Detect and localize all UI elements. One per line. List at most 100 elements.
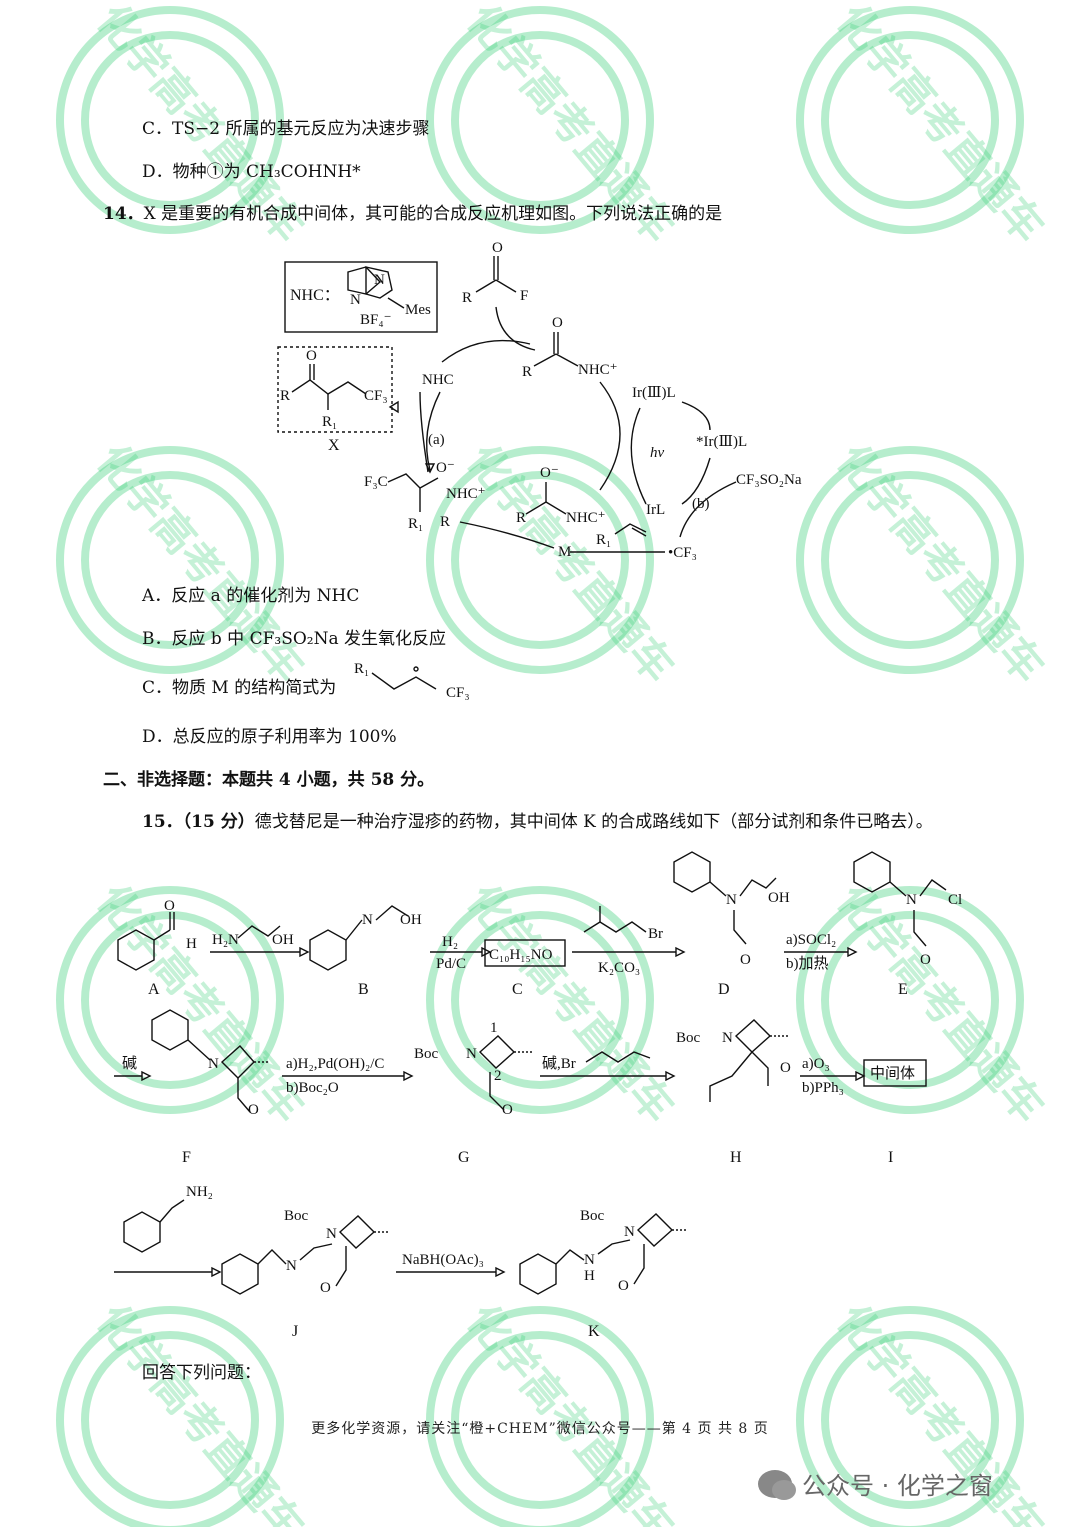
svg-text:N: N [374,272,385,288]
label-j: J [292,1323,298,1340]
alkene-r1: R₁ [596,532,611,548]
q14-stem-line: 14．X 是重要的有机合成中间体，其可能的合成反应机理如图。下列说法正确的是 [103,199,722,224]
label-i: I [888,1149,893,1166]
a-h: H [186,936,197,952]
acyl-r: R [522,364,532,380]
nhc-def-label: NHC： [290,287,340,304]
acyl-nhc: NHC⁺ [578,362,618,378]
g-pos2: 2 [494,1068,502,1084]
q14-number: 14． [103,204,144,224]
q14-option-c: C．物质 M 的结构简式为 [142,678,337,698]
g-pos1: 1 [490,1020,498,1036]
reagent-ij: NH₂ [186,1184,213,1200]
label-a: A [148,981,160,998]
q13-option-d: D．物种①为 CH₃COHNH* [142,162,361,182]
reagent-de-1: a)SOCl₂ [786,932,836,948]
h-n: N [722,1030,733,1046]
d-oh: OH [768,890,790,906]
label-e: E [898,981,908,998]
ketyl-r: R [516,510,526,526]
label-f: F [182,1149,191,1166]
j-boc: Boc [284,1208,309,1224]
x-r: R [280,388,290,404]
ketyl-nhc: NHC⁺ [566,510,606,526]
q15-stem: 德戈替尼是一种治疗湿疹的药物，其中间体 K 的合成路线如下（部分试剂和条件已略去… [254,812,933,832]
adduct-nhc: NHC⁺ [446,486,486,502]
label-c: C [512,981,523,998]
q13-option-c: C．TS−2 所属的基元反应为决速步骤 [142,119,430,139]
cf3-radical: •CF₃ [668,545,697,561]
d-o: O [740,952,751,968]
m-label: M [558,544,571,560]
bf4-label: BF₄⁻ [360,312,392,328]
k-o: O [618,1278,629,1294]
label-d: D [718,981,730,998]
reagent-fg-2: b)Boc₂O [286,1080,339,1096]
mes-label: Mes [405,302,431,318]
ir-excited: *Ir(Ⅲ)L [696,434,747,450]
hv-label: hν [650,445,665,461]
k-h: H [584,1268,595,1284]
x-cf3: CF₃ [364,388,388,404]
j-o: O [320,1280,331,1296]
e-o: O [920,952,931,968]
d-n: N [726,892,737,908]
q14-option-b: B．反应 b 中 CF₃SO₂Na 发生氧化反应 [142,629,447,649]
x-box [277,346,393,433]
reagent-ab-oh: OH [272,932,294,948]
j-n: N [286,1258,297,1274]
reagent-bc-2: Pd/C [436,956,466,972]
label-g: G [458,1149,470,1166]
ir-reduced: IrL [646,502,665,518]
g-n: N [466,1046,477,1062]
x-r1: R₁ [322,414,337,430]
k-n: N [584,1252,595,1268]
q14-option-d: D．总反应的原子利用率为 100% [142,727,397,747]
j-ring-n: N [326,1226,337,1242]
e-n: N [906,892,917,908]
q14-mechanism-diagram: NHC： N N BF₄⁻ Mes O R R₁ CF₃ X O R F O R… [277,240,802,561]
nhc-label: NHC [422,372,454,388]
q15-number: 15． [142,812,183,832]
wechat-badge: 公众号 · 化学之窗 [758,1466,993,1501]
reagent-gh: 碱,Br [542,1055,576,1072]
step-a: (a) [428,432,445,448]
b-n: N [362,912,373,928]
page-footer: 更多化学资源，请关注“橙+CHEM”微信公众号——第 4 页 共 8 页 [311,1421,769,1437]
q15-synthesis-route: O H A H₂N OH N OH B H₂ Pd/C C₁₀H₁₅NO C K… [114,851,962,1340]
q14-option-a: A．反应 a 的催化剂为 NHC [142,586,360,606]
label-b: B [358,981,369,998]
nhc-definition-box [284,261,438,333]
reagent-de-2: b)加热 [786,955,829,972]
svg-text:化学高考直通车: 化学高考直通车 [827,0,1054,252]
optc-cf3: CF₃ [446,685,470,701]
reagent-hi-1: a)O₃ [802,1056,830,1072]
wechat-label: 公众号 · 化学之窗 [802,1472,993,1500]
ir-ground: Ir(Ⅲ)L [632,385,676,401]
h-o: O [780,1060,791,1076]
reagent-cd-br: Br [648,926,663,942]
reagent-fg-1: a)H₂,Pd(OH)₂/C [286,1056,384,1072]
q14-stem: X 是重要的有机合成中间体，其可能的合成反应机理如图。下列说法正确的是 [143,204,723,224]
k-boc: Boc [580,1208,605,1224]
reagent-ab: H₂N [212,932,239,948]
q15-points: （15 分） [182,812,255,832]
k-ring-n: N [624,1224,635,1240]
f-n: N [208,1056,219,1072]
reagent-jk: NaBH(OAc)₃ [402,1252,484,1268]
adduct-f3c: F₃C [364,474,388,490]
reagent-cd: K₂CO₃ [598,960,640,976]
ketyl-o: O⁻ [540,465,559,481]
q15-stem-line: 15．（15 分）德戈替尼是一种治疗湿疹的药物，其中间体 K 的合成路线如下（部… [142,807,933,832]
e-cl: Cl [948,892,962,908]
section-2-title: 二、非选择题：本题共 4 小题，共 58 分。 [103,770,435,790]
reagent-ef: 碱 [122,1055,137,1072]
cf3so2na-label: CF₃SO₂Na [736,472,802,488]
answer-prompt: 回答下列问题： [142,1363,261,1383]
x-o: O [306,348,317,364]
wechat-icon [758,1469,796,1500]
reagent-hi-2: b)PPh₃ [802,1080,844,1096]
f-o: O [248,1102,259,1118]
b-oh: OH [400,912,422,928]
intermediate-i: 中间体 [870,1065,915,1082]
